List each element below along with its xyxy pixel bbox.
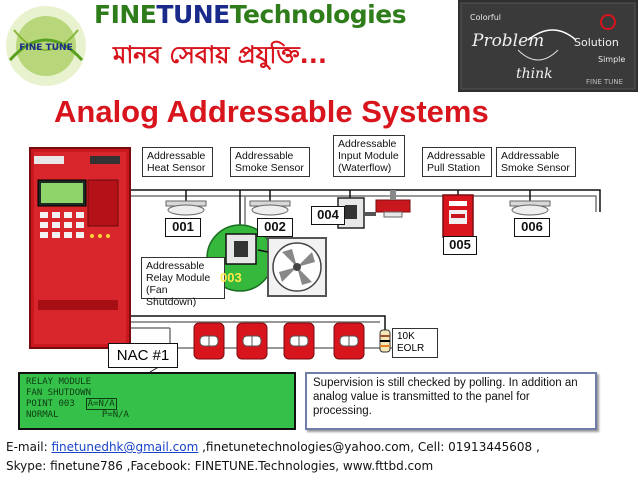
smoke-sensor-1 [249, 200, 291, 216]
heat-sensor [165, 200, 207, 216]
lcd-line-4: NORMAL P=N/A [26, 410, 129, 420]
smoke-sensor-2 [509, 200, 551, 216]
svg-text:think: think [516, 66, 553, 82]
brand-name: FINETUNETechnologies [94, 0, 407, 29]
svg-text:Problem: Problem [471, 31, 544, 51]
lcd-line-2: FAN SHUTDOWN [26, 388, 92, 398]
lcd-line-1: RELAY MODULE [26, 377, 92, 387]
svg-text:Simple: Simple [598, 55, 625, 64]
pull-station [442, 194, 474, 238]
svg-text:Solution: Solution [574, 36, 619, 49]
address-002: 002 [257, 218, 293, 237]
address-001: 001 [165, 218, 201, 237]
address-003: 003 [220, 270, 242, 285]
fire-alarm-control-panel [29, 147, 131, 349]
slc-loop-wiring [128, 189, 601, 240]
svg-text:FINE TUNE: FINE TUNE [586, 78, 623, 86]
logo-text: FINE TUNE [19, 43, 72, 53]
waterflow-switch [375, 190, 411, 218]
address-006: 006 [514, 218, 550, 237]
nac-label: NAC #1 [108, 343, 178, 368]
company-logo: FINE TUNE [6, 6, 86, 86]
eol-resistor [379, 329, 391, 353]
svg-text:Colorful: Colorful [470, 13, 501, 22]
tagline: মানব সেবায় প্রযুক্তি... [113, 41, 327, 69]
supervision-note: Supervision is still checked by polling.… [305, 372, 597, 430]
panel-lcd-display: RELAY MODULE FAN SHUTDOWN POINT 003 A=N/… [18, 372, 296, 430]
email-link[interactable]: finetunedhk@gmail.com [51, 440, 199, 454]
address-004: 004 [311, 206, 345, 225]
contact-footer: E-mail: finetunedhk@gmail.com ,finetunet… [6, 438, 636, 476]
problem-solution-banner: Colorful Problem Solution Simple think F… [458, 0, 638, 92]
contact-line-2: Skype: finetune786 ,Facebook: FINETUNE.T… [6, 459, 434, 473]
nac-horn-strobes [193, 322, 365, 360]
address-005: 005 [443, 236, 477, 255]
exhaust-fan [267, 237, 327, 297]
lcd-line-3: POINT 003 A=N/A [26, 398, 117, 410]
slide-title: Analog Addressable Systems [54, 94, 489, 129]
